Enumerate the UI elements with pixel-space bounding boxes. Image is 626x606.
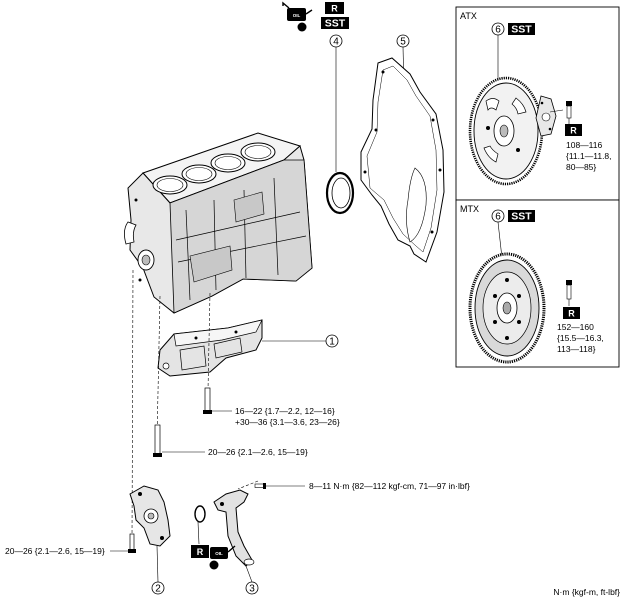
oil-pump <box>129 485 171 547</box>
svg-text:R: R <box>570 126 577 136</box>
bottom-service-icons: R OIL <box>191 521 236 570</box>
torque-oil-pan-bolt-line2: +30—36 {3.1—3.6, 23—26} <box>235 417 340 427</box>
oil-label-bottom: OIL <box>215 551 223 556</box>
svg-text:R: R <box>568 309 575 319</box>
flywheel-bolt <box>566 280 572 306</box>
replace-badge-top: R <box>325 2 344 14</box>
oil-can-icon: OIL <box>282 1 313 32</box>
sst-badge-top: SST <box>321 17 349 30</box>
svg-text:2: 2 <box>155 584 161 595</box>
torque-strainer-bolt: 8—11 N·m {82—112 kgf-cm, 71—97 in·lbf} <box>266 481 470 491</box>
oil-can-icon-bottom: OIL <box>209 545 236 570</box>
sst-label: SST <box>325 18 346 30</box>
svg-text:4: 4 <box>333 37 339 48</box>
torque-strainer-bolt-text: 8—11 N·m {82—112 kgf-cm, 71—97 in·lbf} <box>309 481 470 491</box>
strainer-bolt <box>254 483 266 489</box>
cylinder-block <box>124 132 313 314</box>
torque-oil-pump-bolt-text: 20—26 {2.1—2.6, 15—19} <box>5 546 105 556</box>
o-ring <box>194 505 206 523</box>
oil-pan-upper <box>157 319 263 377</box>
mtx-panel: MTX 6 SST R <box>455 199 620 368</box>
svg-text:1: 1 <box>329 337 335 348</box>
torque-mtx: 152—160 {15.5—16.3, 113—118} <box>557 322 604 354</box>
oil-pump-bolt <box>128 533 136 553</box>
mtx-title: MTX <box>460 204 479 214</box>
callout-6-atx: 6 <box>491 22 505 82</box>
oil-pan-long-bolt <box>153 424 162 457</box>
oil-strainer <box>213 489 255 567</box>
torque-atx-line3: 80—85} <box>566 162 596 172</box>
torque-oil-pan-short-bolt: 16—22 {1.7—2.2, 12—16} +30—36 {3.1—3.6, … <box>212 406 340 427</box>
oil-label: OIL <box>293 13 301 18</box>
svg-text:SST: SST <box>511 24 532 36</box>
torque-mtx-line3: 113—118} <box>557 344 596 354</box>
torque-oil-pump-bolt: 20—26 {2.1—2.6, 15—19} <box>5 546 128 556</box>
backing-plate <box>535 95 557 137</box>
callout-1: 1 <box>262 334 339 348</box>
svg-text:5: 5 <box>400 37 406 48</box>
callout-3: 3 <box>245 565 259 595</box>
replace-badge-bottom: R <box>191 545 209 558</box>
top-service-icons: OIL R SST <box>282 1 349 32</box>
torque-atx: 108—116 {11.1—11.8, 80—85} <box>566 140 612 172</box>
torque-atx-line2: {11.1—11.8, <box>566 151 612 161</box>
svg-text:6: 6 <box>495 25 501 36</box>
sst-badge-atx: SST <box>508 23 535 36</box>
drive-plate <box>468 76 544 186</box>
replace-label: R <box>331 4 338 14</box>
rear-oil-seal <box>325 171 355 215</box>
callout-6-mtx: 6 <box>491 209 505 259</box>
torque-oil-pan-bolt-line1: 16—22 {1.7—2.2, 12—16} <box>235 406 335 416</box>
atx-title: ATX <box>460 11 477 21</box>
torque-atx-line1: 108—116 <box>566 140 603 150</box>
oil-pan-short-bolt <box>203 387 212 414</box>
atx-panel: ATX 6 SST <box>455 6 620 201</box>
end-plate-gasket <box>360 57 445 263</box>
torque-oil-pan-long-bolt: 20—26 {2.1—2.6, 15—19} <box>162 447 308 457</box>
torque-mtx-line2: {15.5—16.3, <box>557 333 604 343</box>
units-note: N·m {kgf-m, ft-lbf} <box>553 587 620 597</box>
torque-oil-pan-long-bolt-text: 20—26 {2.1—2.6, 15—19} <box>208 447 308 457</box>
svg-text:6: 6 <box>495 212 501 223</box>
replace-badge-mtx: R <box>563 307 580 319</box>
svg-text:SST: SST <box>511 211 532 223</box>
torque-mtx-line1: 152—160 <box>557 322 594 332</box>
drive-plate-bolt <box>549 101 572 124</box>
replace-badge-atx: R <box>565 124 582 136</box>
callout-4: 4 <box>329 34 343 172</box>
flywheel <box>468 252 546 364</box>
sst-badge-mtx: SST <box>508 210 535 223</box>
callout-2: 2 <box>151 545 165 595</box>
svg-text:3: 3 <box>249 584 255 595</box>
replace-label-bottom: R <box>197 547 204 557</box>
